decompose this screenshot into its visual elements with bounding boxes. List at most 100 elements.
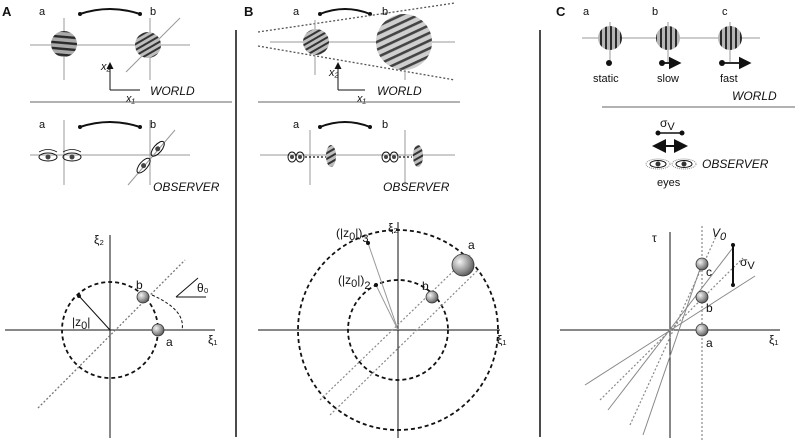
tau-label: τ [652, 231, 657, 245]
eyes-icon [38, 149, 82, 162]
observer-row: a b OBSERVER [30, 119, 220, 194]
point-c [695, 257, 709, 271]
xi2-label: ξ₂ [94, 233, 104, 247]
eyes-label: eyes [657, 177, 681, 189]
sigma-bar-end [655, 130, 661, 136]
panel-c: C a b c static slow fast WORLD σV [556, 4, 795, 440]
spectral-plot: ξ₁ ξ₂ (|z0|)3 (|z0|)2 b a [258, 221, 506, 438]
eyes-icon [136, 140, 165, 174]
point-a-label: a [706, 336, 713, 350]
radius-dot [374, 283, 378, 287]
velocity-line [607, 244, 736, 411]
point-a-label: a [468, 238, 475, 252]
z-label: |z0| [72, 315, 90, 332]
perspective-line [257, 45, 456, 81]
point-a [451, 253, 475, 277]
point-b-label: b [706, 301, 713, 315]
top-label-b: b [382, 6, 388, 18]
arc-end [368, 12, 372, 16]
arc-end [318, 12, 322, 16]
speed-label-fast: fast [720, 73, 738, 85]
panel-a: A a b x₂ x₁ WORLD a b [2, 4, 232, 438]
orientation-line [319, 254, 471, 401]
mid-label-b: b [150, 119, 156, 131]
top-label-c: c [722, 6, 728, 18]
world-label: WORLD [377, 84, 422, 98]
grating-a [51, 31, 77, 57]
point-a [695, 323, 709, 337]
observer-row: a b OBSERVER [260, 119, 455, 194]
speed-label-slow: slow [657, 73, 679, 85]
point-a-label: a [166, 335, 173, 349]
world-row: a b x₂ x₁ WORLD [30, 6, 232, 105]
spectral-plot: ξ₁ ξ₂ |z0| b a θ₀ [5, 233, 217, 438]
panel-letter: B [244, 4, 253, 19]
top-label-a: a [293, 6, 300, 18]
panel-letter: C [556, 4, 566, 19]
point-b [136, 290, 150, 304]
arc-end [78, 12, 82, 16]
world-row: a b x₂ x₁ WORLD [257, 2, 460, 105]
top-label-b: b [150, 6, 156, 18]
rotation-arc [79, 8, 141, 15]
retinal-image-a [326, 145, 336, 167]
retinal-image-b [413, 145, 423, 167]
mid-label-a: a [293, 119, 300, 131]
top-label-a: a [583, 6, 590, 18]
panel-b: B a b x₂ x₁ WORLD a b [244, 2, 506, 438]
axis-x1-label: x₁ [125, 93, 136, 105]
xi2-label: ξ₂ [388, 221, 398, 235]
z3-label: (|z0|)3 [336, 226, 369, 245]
rotation-arc [319, 121, 371, 128]
radius-line [375, 284, 399, 331]
point-b [695, 290, 709, 304]
grating-c [718, 26, 742, 50]
sigma-label: σV [660, 116, 675, 133]
sigma-bar-end [679, 130, 685, 136]
mid-label-b: b [382, 119, 388, 131]
z2-label: (|z0|)2 [338, 273, 371, 292]
radius-line [367, 242, 399, 331]
xi1-label: ξ₁ [497, 333, 506, 347]
point-b-label: b [422, 279, 429, 293]
radius-line [78, 295, 111, 331]
observer-label: OBSERVER [153, 180, 220, 194]
grating-b [376, 14, 432, 70]
orientation-line [329, 269, 479, 416]
arc-end [138, 12, 142, 16]
velocity-line [642, 259, 704, 436]
world-label: WORLD [150, 84, 195, 98]
orientation-line [37, 259, 186, 409]
xi1-label: ξ₁ [208, 333, 217, 347]
point-a [151, 323, 165, 337]
top-label-b: b [652, 6, 658, 18]
eyes-icon [287, 151, 305, 163]
theta-arc [151, 294, 183, 331]
grating-a [598, 26, 622, 50]
eyes-icon [381, 151, 399, 163]
grating-b [656, 26, 680, 50]
rotation-arc [79, 121, 141, 128]
top-label-a: a [39, 6, 46, 18]
mid-label-a: a [39, 119, 46, 131]
v0-label: V0 [712, 226, 727, 243]
radius-dot [77, 294, 81, 298]
rotation-arc [319, 8, 371, 15]
point-c-label: c [706, 265, 712, 279]
radius-dot [366, 241, 370, 245]
inner-circle [347, 279, 449, 381]
velocity-line [584, 275, 756, 386]
outer-circle [297, 229, 499, 431]
arc-end [138, 125, 142, 129]
sigma-v-label: σV [740, 255, 755, 272]
observer-label: OBSERVER [702, 157, 769, 171]
sigma-range-end [731, 283, 735, 287]
world-row: a b c static slow fast WORLD [582, 6, 795, 108]
point-b-label: b [136, 278, 143, 292]
observer-row: σV OBSERVER eyes [645, 116, 769, 189]
world-label: WORLD [732, 89, 777, 103]
spectral-plot: ξ₁ τ a b c V0 σV [560, 226, 780, 440]
sigma-range-end [731, 243, 735, 247]
